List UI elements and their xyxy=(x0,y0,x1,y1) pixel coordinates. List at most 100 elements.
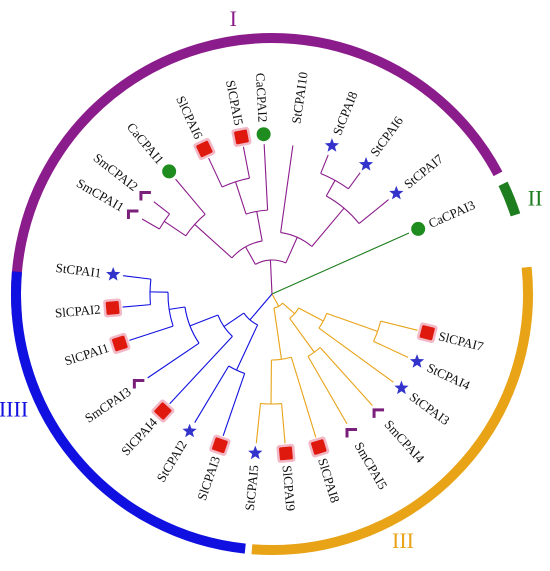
square-icon xyxy=(109,332,131,355)
chevron-icon xyxy=(139,190,151,201)
square-fill xyxy=(311,439,327,455)
circle-icon xyxy=(256,127,271,142)
leaf-label-stcpai3: StCPAI3 xyxy=(407,389,453,428)
internal-branch xyxy=(235,181,247,215)
square-fill xyxy=(112,335,128,352)
branch-stcpai5 xyxy=(255,403,262,444)
leaf-label-slcpai8: SlCPAI8 xyxy=(315,456,343,504)
internal-branch xyxy=(236,324,259,371)
square-fill xyxy=(196,140,213,158)
tree-branches xyxy=(122,144,418,444)
branch-smcpai1 xyxy=(141,218,160,230)
leaf-label-slcpai3: SlCPAI3 xyxy=(194,454,223,502)
branch-cacpai3 xyxy=(271,232,410,295)
star-icon xyxy=(394,380,409,395)
square-icon xyxy=(231,126,252,147)
clade-connector xyxy=(243,312,258,326)
branch-slcpai8 xyxy=(290,356,317,438)
internal-branch xyxy=(194,224,233,259)
group-label-iiii: IIII xyxy=(0,397,28,422)
leaf-label-stcpai7: StCPAI7 xyxy=(401,151,446,192)
circle-icon xyxy=(411,221,426,236)
star-icon xyxy=(106,267,121,281)
branch-stcpai3 xyxy=(318,327,394,383)
leaf-label-smcpai3: SmCPAI3 xyxy=(82,384,134,426)
branch-slcpai4 xyxy=(169,336,233,405)
leaf-label-cacpai1: CaCPAI1 xyxy=(124,120,167,167)
star-icon xyxy=(248,445,263,460)
leaf-label-cacpai3: CaCPAI3 xyxy=(426,197,477,231)
leaf-label-stcpai5: StCPAI5 xyxy=(242,464,262,511)
internal-branch xyxy=(289,317,315,353)
clade-connector xyxy=(373,320,382,342)
chevron-icon xyxy=(132,378,145,389)
clade-connector xyxy=(217,314,233,337)
branch-stcpai8 xyxy=(320,154,329,174)
chevron-icon xyxy=(372,408,385,418)
leaf-label-slcpai7: SlCPAI7 xyxy=(437,328,486,354)
star-icon xyxy=(409,354,425,368)
branch-stcpai6 xyxy=(347,172,361,190)
square-icon xyxy=(209,434,231,456)
clade-connector xyxy=(260,402,282,405)
branch-slcpai7 xyxy=(380,320,418,331)
chevron-icon xyxy=(126,209,139,219)
leaf-label-slcpai5: SlCPAI5 xyxy=(223,79,246,127)
clade-connector xyxy=(307,347,321,357)
internal-branch xyxy=(282,302,296,315)
group-label-i: I xyxy=(230,6,237,31)
leaf-label-stcpai10: StCPAI10 xyxy=(289,71,311,125)
leaf-label-stcpai4: StCPAI4 xyxy=(425,360,473,393)
leaf-label-smcpai5: SmCPAI5 xyxy=(352,439,391,492)
group-arc-iiii xyxy=(11,271,246,554)
branch-slcpai3 xyxy=(222,373,246,437)
square-icon xyxy=(416,322,438,343)
clade-connector xyxy=(184,306,200,344)
square-fill xyxy=(279,446,293,461)
group-arc-iii xyxy=(251,266,534,555)
square-icon xyxy=(151,399,175,423)
internal-branch xyxy=(273,307,283,360)
square-fill xyxy=(212,437,228,454)
branch-slcpai5 xyxy=(242,146,251,179)
chevron-icon xyxy=(345,428,357,438)
clade-connector xyxy=(167,292,174,327)
clade-connector xyxy=(280,232,313,247)
internal-branch xyxy=(271,293,280,307)
internal-branch xyxy=(169,306,186,310)
leaf-label-smcpai4: SmCPAI4 xyxy=(382,417,428,466)
branch-stcpai4 xyxy=(373,340,409,358)
clade-connector xyxy=(245,209,268,215)
branch-stcpai1 xyxy=(123,275,151,280)
clade-connector xyxy=(158,213,170,230)
leaf-label-slcpai6: SlCPAI6 xyxy=(173,93,206,141)
leaf-label-stcpai1: StCPAI1 xyxy=(55,260,102,280)
square-fill xyxy=(105,301,120,315)
group-arc-ii xyxy=(498,181,521,217)
internal-branch xyxy=(325,180,336,197)
leaf-label-slcpai4: SlCPAI4 xyxy=(118,414,161,458)
square-fill xyxy=(154,402,172,420)
branch-stcpai10 xyxy=(280,145,294,233)
clade-connector xyxy=(255,259,287,265)
square-icon xyxy=(276,443,296,463)
group-label-iii: III xyxy=(392,528,414,553)
clade-connector xyxy=(318,313,328,329)
group-label-ii: II xyxy=(528,186,543,211)
leaf-label-stcpai6: StCPAI6 xyxy=(367,113,406,159)
internal-branch xyxy=(285,237,298,264)
group-arcs xyxy=(11,33,534,555)
square-icon xyxy=(193,138,216,160)
leaf-label-slcpai9: SlCPAI9 xyxy=(280,465,299,512)
clade-connector xyxy=(271,356,292,361)
clade-connector xyxy=(326,195,360,224)
branch-smcpai2 xyxy=(153,201,170,215)
leaf-label-stcpai8: StCPAI8 xyxy=(329,89,360,137)
internal-branch xyxy=(326,312,378,332)
clade-connector xyxy=(320,172,349,190)
leaf-markers xyxy=(103,126,438,463)
clade-connector xyxy=(149,279,152,305)
internal-branch xyxy=(223,312,245,327)
star-icon xyxy=(324,138,340,152)
